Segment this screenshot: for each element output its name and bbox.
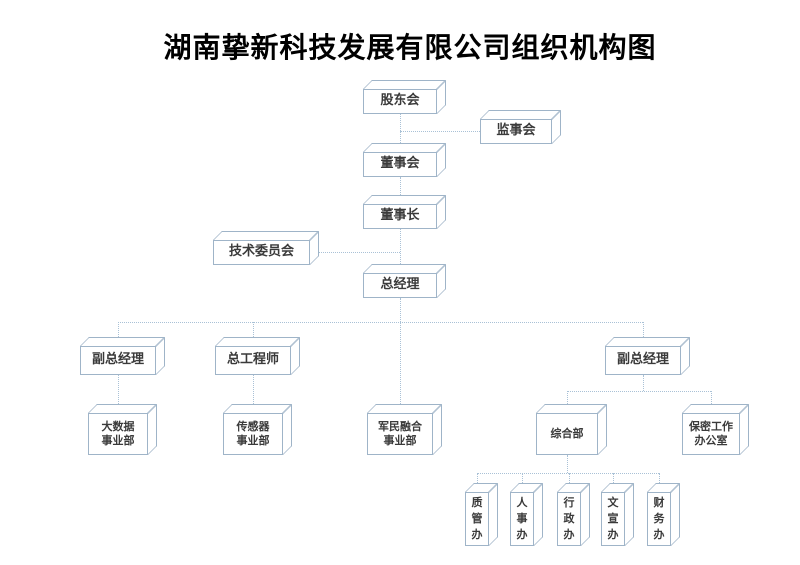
connector-drop-security-office [711,391,712,404]
connector-drop-milciv-division [400,322,401,404]
connector-drop-general-dept [567,391,568,404]
org-node-security-office: 保密工作 办公室 [682,413,740,455]
node-label: 总经理 [380,277,420,293]
node-label: 大数据 事业部 [101,420,135,447]
org-node-chief-engineer: 总工程师 [215,346,291,375]
connector-drop-personnel [522,473,523,483]
connector-drop-publicity [613,473,614,483]
org-node-quality-office: 质 管 办 [465,492,489,546]
connector-drop-chief-engineer [253,322,254,337]
node-label: 股东会 [380,93,420,109]
connector-board-chairman [400,177,401,195]
connector-drop-deputy-right [643,322,644,337]
connector-drop-admin [569,473,570,483]
org-node-deputy-gm-left: 副总经理 [80,346,156,375]
node-label: 保密工作 办公室 [689,420,733,447]
connector-chairman-gm [400,229,401,264]
connector-deputy-left-bigdata [118,375,119,404]
org-node-deputy-gm-right: 副总经理 [605,346,681,375]
org-node-tech-committee: 技术委员会 [213,240,310,265]
connector-drop-deputy-left [118,322,119,337]
org-node-admin-office: 行 政 办 [557,492,581,546]
org-node-finance-office: 财 务 办 [647,492,671,546]
node-label: 董事会 [380,156,420,172]
node-label: 文 宣 办 [607,496,619,541]
org-node-mil-civ-division: 军民融合 事业部 [367,413,433,455]
node-label: 总工程师 [226,352,279,368]
org-node-general-manager: 总经理 [363,273,437,298]
org-node-shareholders-meeting: 股东会 [363,89,437,114]
connector-shareholders-board [400,114,401,143]
org-node-supervisory-board: 监事会 [480,119,552,144]
node-label: 军民融合 事业部 [378,420,422,447]
connector-main-horizontal [118,322,643,323]
node-label: 质 管 办 [471,496,483,541]
org-node-sensor-division: 传感器 事业部 [223,413,283,455]
node-label: 传感器 事业部 [236,420,270,447]
connector-general-dept-offices [567,455,568,473]
connector-offices-horizontal [477,473,659,474]
connector-deputy-right-sub [643,375,644,391]
connector-to-tech-committee [310,252,400,253]
org-node-general-department: 综合部 [536,413,598,455]
connector-drop-finance [659,473,660,483]
node-label: 副总经理 [91,352,144,368]
node-label: 副总经理 [616,352,669,368]
connector-sub-horizontal [567,391,711,392]
node-label: 董事长 [380,208,420,224]
org-node-publicity-office: 文 宣 办 [601,492,625,546]
node-label: 监事会 [496,123,536,139]
node-label: 行 政 办 [563,496,575,541]
org-node-personnel-office: 人 事 办 [510,492,534,546]
org-node-board-of-directors: 董事会 [363,152,437,177]
node-label: 综合部 [550,427,584,440]
node-label: 人 事 办 [516,496,528,541]
org-node-chairman: 董事长 [363,204,437,229]
node-label: 技术委员会 [228,244,294,260]
connector-to-supervisory [400,131,480,132]
page-title: 湖南挚新科技发展有限公司组织机构图 [163,31,657,64]
node-label: 财 务 办 [653,496,665,541]
connector-drop-quality [477,473,478,483]
org-node-big-data-division: 大数据 事业部 [88,413,148,455]
connector-gm-mainline [400,298,401,322]
connector-chief-sensor [253,375,254,404]
